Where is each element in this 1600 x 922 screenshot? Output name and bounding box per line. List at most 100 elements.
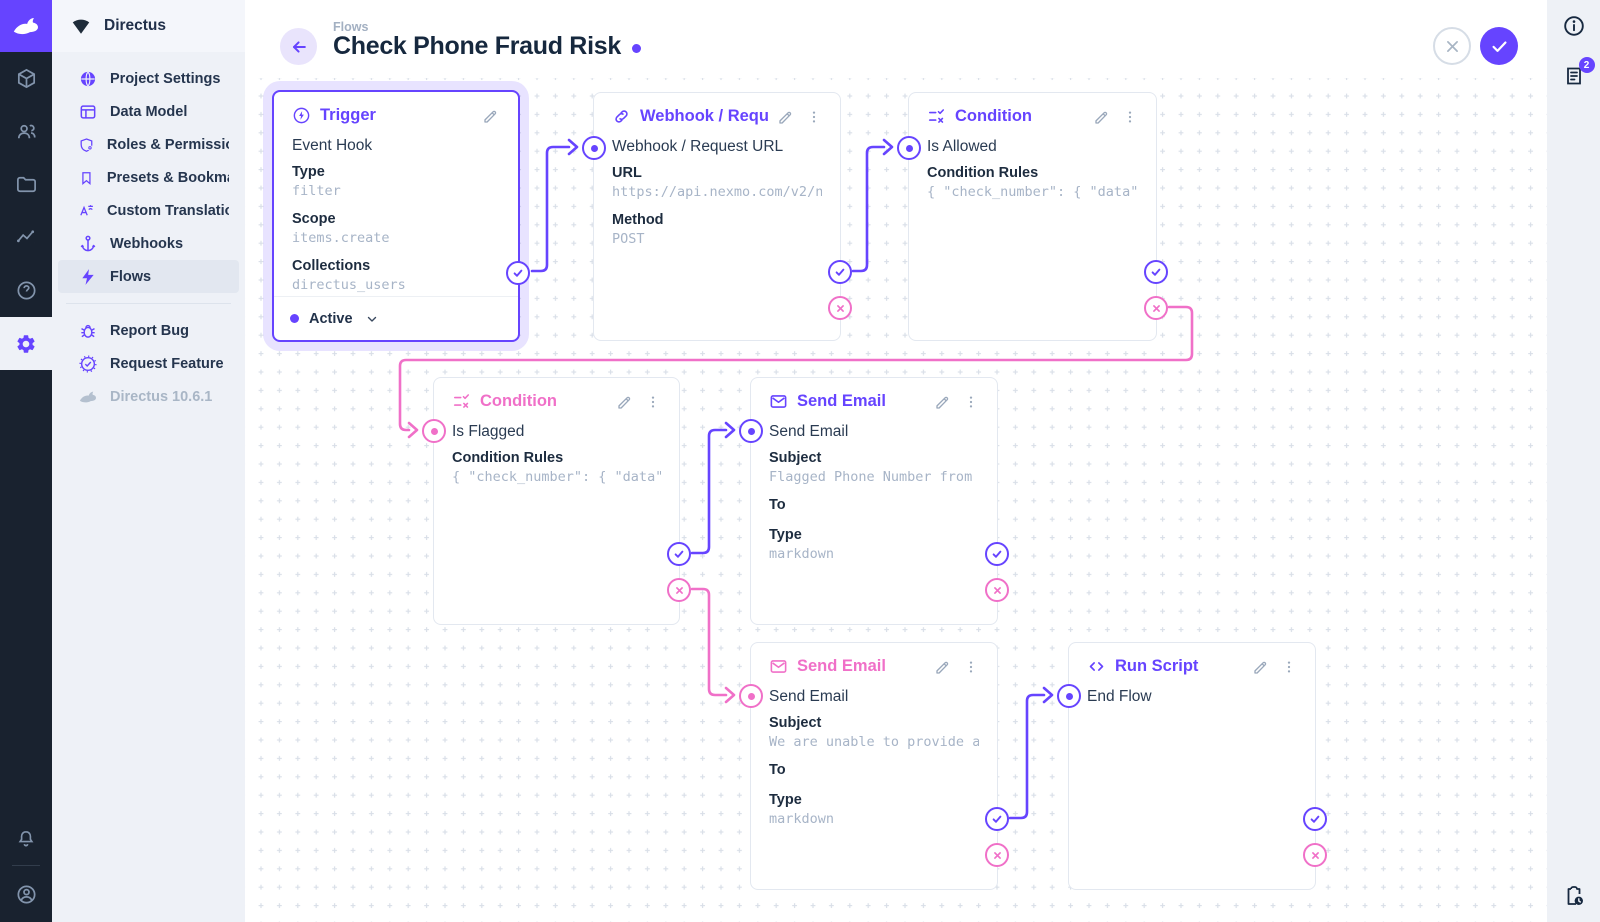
sidebar-item-webhooks[interactable]: Webhooks (58, 227, 239, 260)
reject-port[interactable] (667, 578, 691, 602)
resolve-port[interactable] (1303, 807, 1327, 831)
discard-button[interactable] (1433, 27, 1471, 65)
mail-icon (769, 392, 788, 411)
operation-name: Is Allowed (927, 138, 997, 155)
input-port[interactable] (1057, 684, 1081, 708)
module-docs-icon[interactable] (0, 264, 52, 317)
sidebar-item-roles-permissions[interactable]: Roles & Permissions (58, 128, 239, 161)
page-title: Check Phone Fraud Risk (333, 32, 641, 61)
flow-panel-run-script[interactable]: Run Script End Flow (1057, 642, 1327, 890)
sidebar-item-presets-bookmarks[interactable]: Presets & Bookmar... (58, 161, 239, 194)
field-value: markdown (769, 811, 835, 827)
activity-log-button[interactable]: 2 (1562, 57, 1595, 88)
reject-port[interactable] (1144, 296, 1168, 320)
input-port[interactable] (739, 419, 763, 443)
field-label: Method (612, 212, 664, 228)
notifications-bell-icon[interactable] (0, 812, 52, 865)
wire-trigger-to-webhook (530, 145, 571, 273)
right-sidebar: 2 (1547, 0, 1600, 922)
rule-icon (927, 107, 946, 126)
trigger-status[interactable]: Active (274, 296, 518, 340)
sidebar-item-custom-translations[interactable]: Custom Translations (58, 194, 239, 227)
check-icon (1491, 40, 1507, 52)
field-label: Type (292, 164, 325, 180)
field-label: URL (612, 165, 642, 181)
kebab-menu-icon[interactable] (645, 394, 661, 410)
kebab-menu-icon[interactable] (963, 659, 979, 675)
field-value: items.create (292, 230, 390, 246)
flow-panel-send-email-unable[interactable]: Send Email Send Email Subject We are una… (739, 642, 1009, 890)
save-button[interactable] (1480, 27, 1518, 65)
edit-icon[interactable] (934, 393, 952, 411)
field-value: markdown (769, 546, 835, 562)
sidebar-version: Directus 10.6.1 (58, 380, 239, 413)
sidebar-item-data-model[interactable]: Data Model (58, 95, 239, 128)
field-label: Collections (292, 258, 371, 274)
flow-panel-condition-allowed[interactable]: Condition Is Allowed Condition Rules { "… (897, 92, 1168, 341)
sidebar-item-label: Presets & Bookmar... (106, 169, 229, 186)
edit-icon[interactable] (934, 658, 952, 676)
sidebar-item-label: Request Feature (110, 355, 224, 372)
module-settings-icon[interactable] (0, 317, 52, 370)
sidebar-item-label: Webhooks (110, 235, 184, 252)
reject-port[interactable] (985, 843, 1009, 867)
operation-name: Webhook / Request URL (612, 138, 784, 155)
sidebar-item-request-feature[interactable]: Request Feature (58, 347, 239, 380)
module-users-icon[interactable] (0, 105, 52, 158)
back-button[interactable] (280, 28, 317, 65)
directus-logo[interactable] (0, 0, 52, 52)
sidebar-item-flows[interactable]: Flows (58, 260, 239, 293)
reject-port[interactable] (985, 578, 1009, 602)
field-value: POST (612, 231, 645, 247)
clipboard-clock-icon (1567, 886, 1583, 905)
edit-icon[interactable] (616, 393, 634, 411)
edit-icon[interactable] (482, 107, 500, 125)
flow-panel-send-email-flagged[interactable]: Send Email Send Email Subject Flagged Ph… (739, 377, 1009, 625)
module-content-icon[interactable] (0, 52, 52, 105)
kebab-menu-icon[interactable] (963, 394, 979, 410)
sidebar-item-project-settings[interactable]: Project Settings (58, 62, 239, 95)
kebab-menu-icon[interactable] (806, 109, 822, 125)
arrow-left-icon (292, 40, 306, 53)
kebab-menu-icon[interactable] (1122, 109, 1138, 125)
input-port[interactable] (582, 136, 606, 160)
trigger-type: Event Hook (292, 137, 373, 154)
revisions-button[interactable] (1562, 884, 1586, 908)
edit-icon[interactable] (1252, 658, 1270, 676)
info-button[interactable] (1562, 14, 1586, 38)
resolve-port[interactable] (667, 542, 691, 566)
wire-condition1-reject-to-condition2 (398, 305, 1194, 432)
resolve-port[interactable] (985, 807, 1009, 831)
rabbit-gray-icon (78, 387, 98, 407)
panel-title: Condition (480, 392, 557, 410)
kebab-menu-icon[interactable] (1281, 659, 1297, 675)
input-port[interactable] (422, 419, 446, 443)
info-icon (1563, 16, 1584, 36)
input-port[interactable] (739, 684, 763, 708)
flow-panel-webhook[interactable]: Webhook / Request URL Webhook / Request … (582, 92, 852, 341)
module-insights-icon[interactable] (0, 211, 52, 264)
reject-port[interactable] (1303, 843, 1327, 867)
flow-panel-trigger[interactable]: Trigger Event Hook Type filter Scope ite… (272, 90, 530, 342)
flow-canvas[interactable]: Flows Check Phone Fraud Risk Trigger Eve… (245, 0, 1547, 922)
edit-icon[interactable] (777, 108, 795, 126)
bookmark-icon (78, 168, 95, 188)
resolve-port[interactable] (1144, 260, 1168, 284)
module-files-icon[interactable] (0, 158, 52, 211)
field-label: Type (769, 527, 802, 543)
breadcrumb[interactable]: Flows (333, 20, 369, 34)
resolve-port[interactable] (828, 260, 852, 284)
resolve-port[interactable] (985, 542, 1009, 566)
reject-port[interactable] (828, 296, 852, 320)
user-avatar-icon[interactable] (0, 866, 52, 922)
project-header[interactable]: Directus (52, 0, 245, 52)
edit-icon[interactable] (1093, 108, 1111, 126)
flow-panel-condition-flagged[interactable]: Condition Is Flagged Condition Rules { "… (422, 377, 691, 625)
operation-name: End Flow (1087, 688, 1152, 705)
resolve-port[interactable] (506, 261, 530, 285)
mail-icon (769, 657, 788, 676)
translate-icon (78, 201, 95, 221)
sidebar-item-report-bug[interactable]: Report Bug (58, 314, 239, 347)
input-port[interactable] (897, 136, 921, 160)
